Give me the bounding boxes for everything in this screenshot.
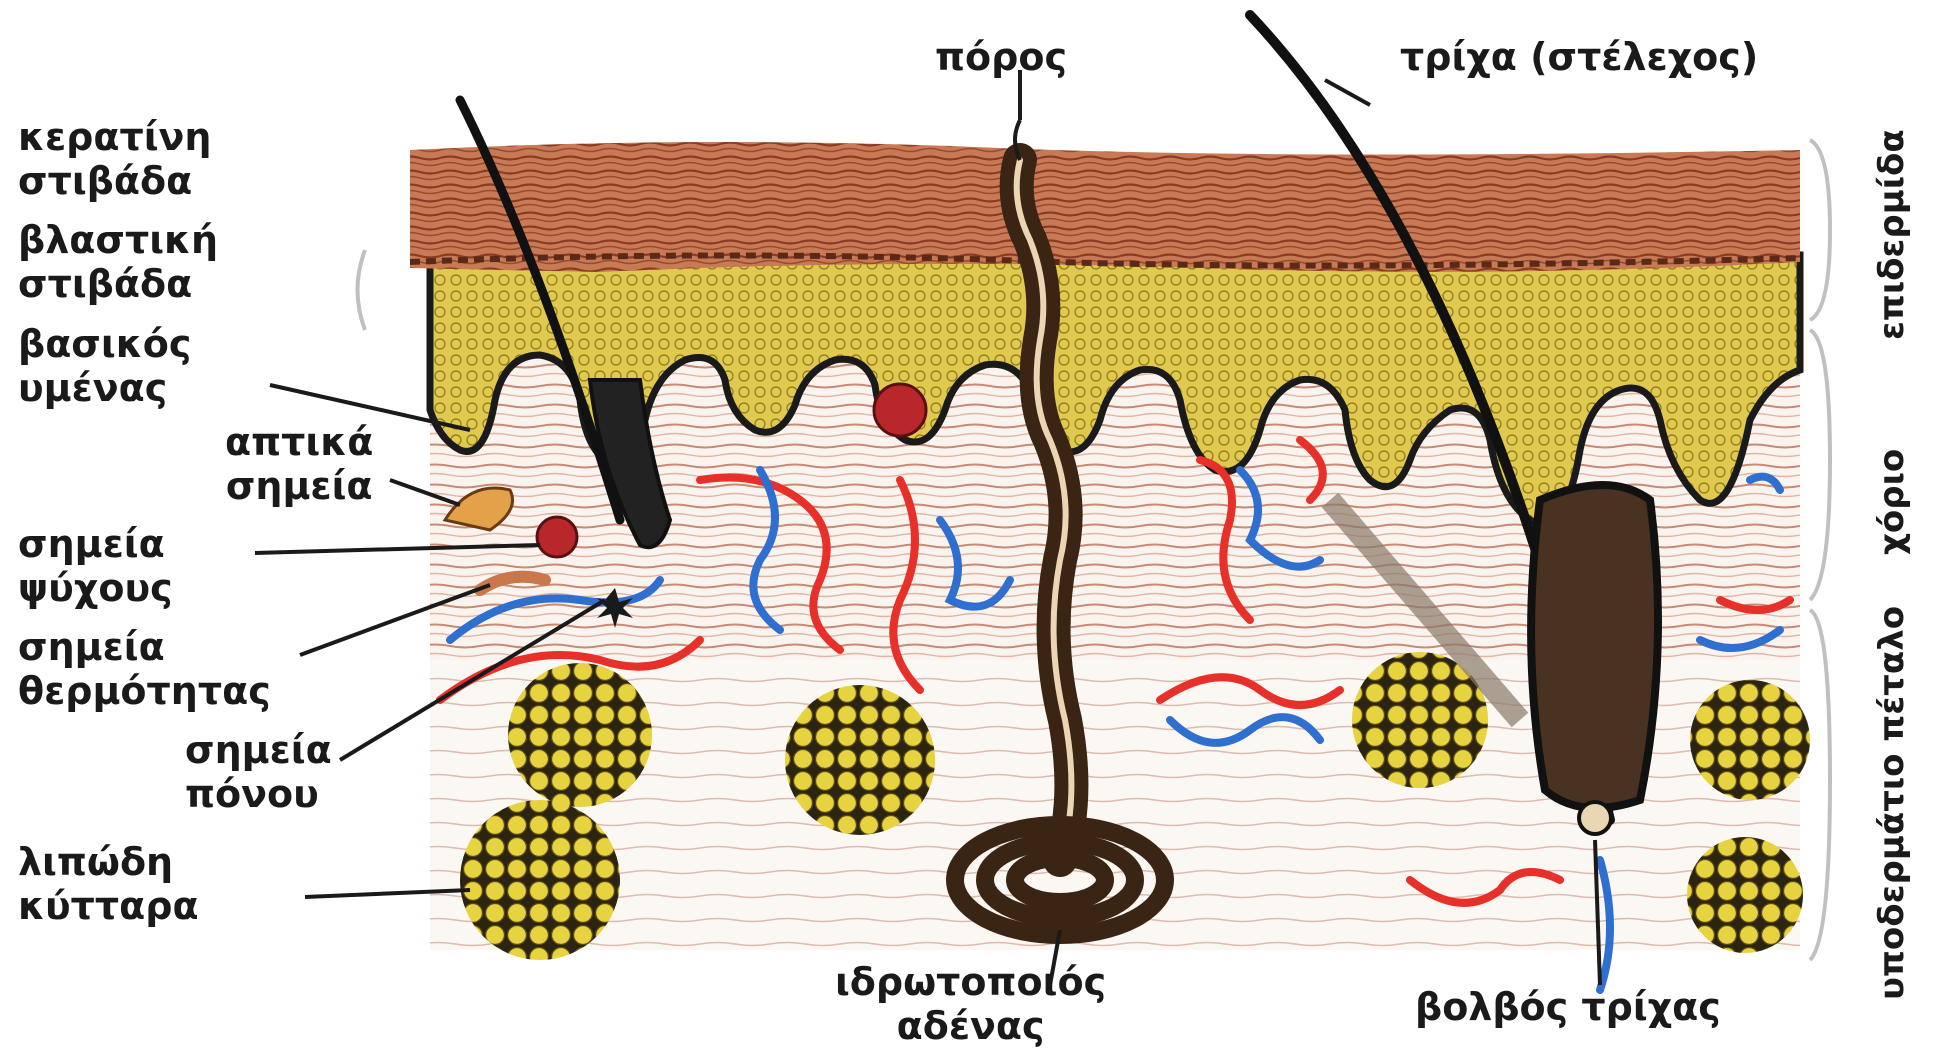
label-germinal-layer: βλαστική στιβάδα [18,218,218,306]
fat-lobule [785,685,935,835]
label-hair-shaft: τρίχα (στέλεχος) [1400,35,1758,79]
label-keratin-layer: κερατίνη στιβάδα [18,115,211,203]
label-heat-receptors: σημεία θερμότητας [18,625,271,713]
label-line: ιδρωτοποιός [835,960,1106,1004]
label-line: κερατίνη [18,115,211,159]
meissner-corpuscle [874,384,926,436]
label-hair-bulb: βολβός τρίχας [1415,985,1721,1029]
label-cold-receptors: σημεία ψύχους [18,522,173,610]
fat-lobule [508,663,652,807]
label-line: σημεία [18,625,271,669]
fat-lobule [1690,680,1810,800]
label-line: ψύχους [18,566,173,610]
label-touch-receptors: απτικά σημεία [225,420,373,508]
label-pain-receptors: σημεία πόνου [185,728,332,816]
layer-label-epidermis: επιδερμίδα [1872,129,1912,340]
label-line: υμένας [18,366,191,410]
label-line: σημεία [185,728,332,772]
fat-lobule [460,800,620,960]
cold-receptor [537,517,577,557]
label-line: στιβάδα [18,159,211,203]
follicle-right [1531,485,1658,808]
label-line: σημεία [18,522,173,566]
label-line: απτικά [225,420,373,464]
label-sweat-gland: ιδρωτοποιός αδένας [835,960,1106,1048]
label-line: βασικός [18,322,191,366]
label-basement-membrane: βασικός υμένας [18,322,191,410]
layer-label-dermis: χόριο [1872,449,1912,555]
keratin-layer [410,142,1800,272]
label-line: βλαστική [18,218,218,262]
label-pore: πόρος [935,35,1067,79]
label-line: θερμότητας [18,669,271,713]
label-fat-cells: λιπώδη κύτταρα [18,840,199,928]
label-line: πόνου [185,772,332,816]
label-line: λιπώδη [18,840,199,884]
layer-label-hypodermis: υποδερμάτιο πέταλο [1872,606,1912,1000]
label-line: σημεία [225,464,373,508]
label-line: στιβάδα [18,262,218,306]
fat-lobule [1687,837,1803,953]
label-line: κύτταρα [18,884,199,928]
hair-bulb-papilla [1579,802,1611,834]
label-line: αδένας [835,1004,1106,1048]
